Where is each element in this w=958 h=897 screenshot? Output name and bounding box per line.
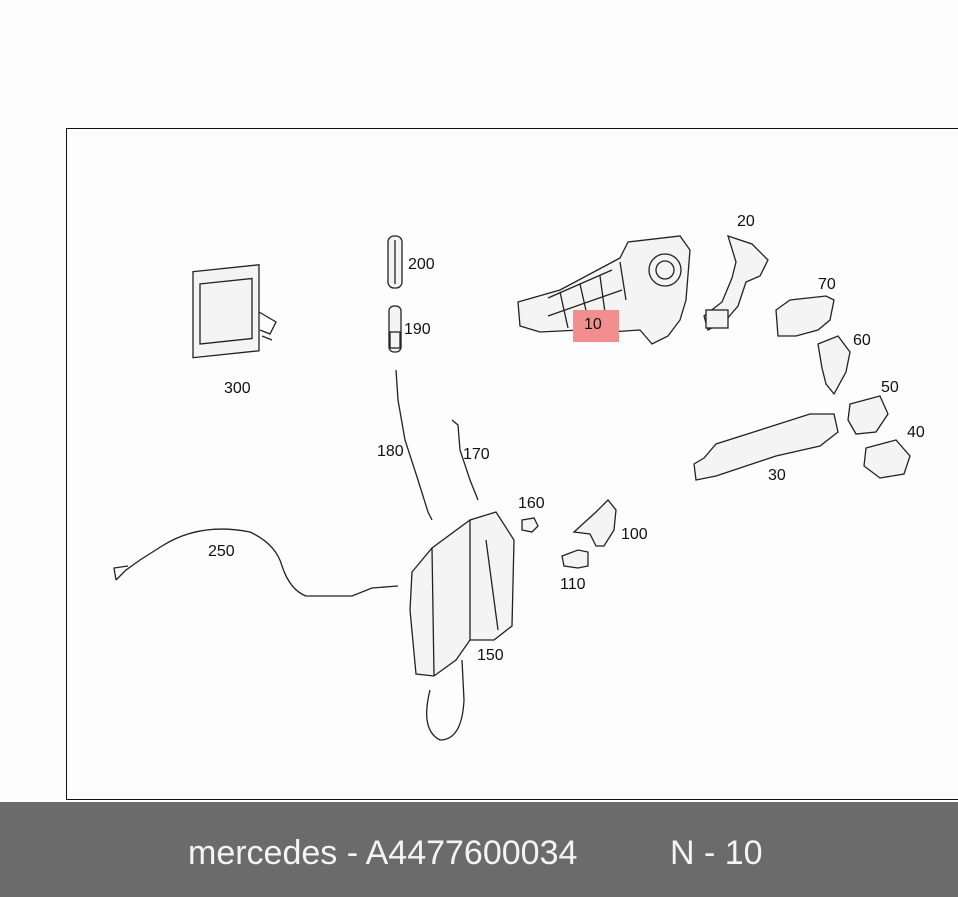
- label-300: 300: [224, 380, 251, 397]
- label-50: 50: [881, 379, 899, 396]
- part-100-drawing[interactable]: [572, 499, 617, 547]
- label-30: 30: [768, 467, 786, 484]
- part-20-drawing[interactable]: [703, 234, 769, 331]
- part-110-drawing[interactable]: [561, 549, 589, 569]
- label-40: 40: [907, 424, 925, 441]
- footer-bar: [0, 802, 958, 897]
- footer-reference: N - 10: [670, 834, 763, 872]
- part-200-drawing[interactable]: [387, 235, 403, 289]
- label-160: 160: [518, 495, 545, 512]
- part-250-drawing[interactable]: [115, 528, 399, 597]
- label-100: 100: [621, 526, 648, 543]
- part-50-drawing[interactable]: [847, 395, 889, 435]
- part-150-drawing[interactable]: [409, 511, 515, 741]
- part-250-hook: [113, 565, 129, 581]
- footer-part-number: mercedes - A4477600034: [188, 834, 578, 872]
- part-10-drawing[interactable]: [517, 235, 691, 345]
- label-150: 150: [477, 647, 504, 664]
- part-190-drawing[interactable]: [388, 305, 402, 353]
- part-40-drawing[interactable]: [863, 439, 911, 479]
- highlight-box: [573, 310, 619, 342]
- label-60: 60: [853, 332, 871, 349]
- label-10: 10: [584, 316, 602, 333]
- parts-diagram: [113, 234, 911, 741]
- label-200: 200: [408, 256, 435, 273]
- part-180-drawing[interactable]: [395, 369, 433, 521]
- part-70-drawing[interactable]: [775, 295, 835, 337]
- label-170: 170: [463, 446, 490, 463]
- part-170-drawing[interactable]: [451, 419, 479, 501]
- label-110: 110: [560, 576, 586, 593]
- label-250: 250: [208, 543, 235, 560]
- label-70: 70: [818, 276, 836, 293]
- diagram-frame: [66, 128, 958, 800]
- part-160-drawing[interactable]: [521, 517, 539, 533]
- part-300-drawing[interactable]: [192, 264, 277, 359]
- label-190: 190: [404, 321, 431, 338]
- part-30-drawing[interactable]: [693, 413, 839, 481]
- label-20: 20: [737, 213, 755, 230]
- label-180: 180: [377, 443, 404, 460]
- part-60-drawing[interactable]: [817, 335, 851, 396]
